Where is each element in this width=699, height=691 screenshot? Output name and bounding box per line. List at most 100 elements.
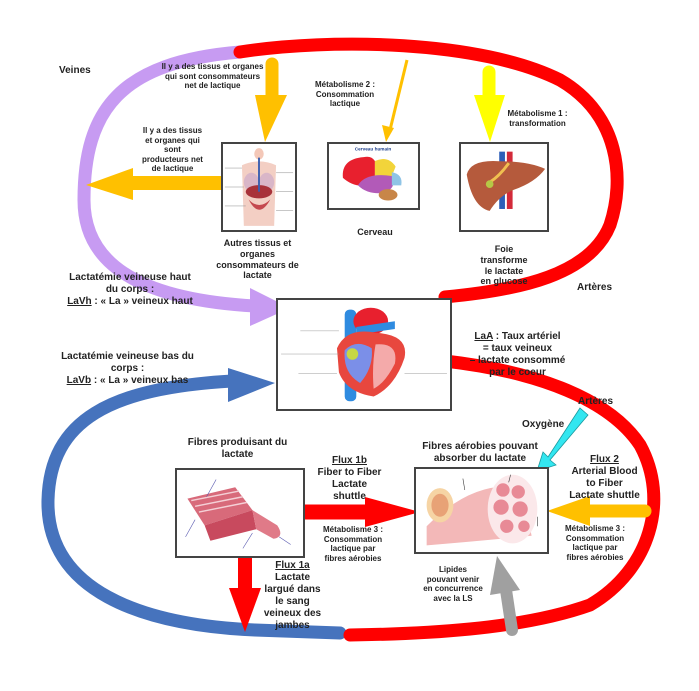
lipides-line: Lipides [438, 565, 467, 574]
liver-image [459, 142, 549, 232]
producers-label: Il y a des tissus et organes qui sont pr… [135, 126, 210, 174]
producers-line: de lactique [151, 164, 194, 174]
other-tissues-line: Autres tissus et [223, 238, 292, 248]
liver-caption-line: en glucose [480, 276, 528, 287]
other-tissues-line: lactate [243, 270, 272, 281]
laa-rest: : Taux artériel [492, 331, 561, 342]
producers-line: sont [164, 145, 181, 155]
lavh-abbr: LaVh [67, 296, 92, 307]
fibres-aerobic-label: Fibres aérobies pouvant absorber du lact… [405, 441, 555, 465]
metab3-right-label: Métabolisme 3 : Consommation lactique pa… [560, 524, 630, 562]
flux1a-line: jambes [275, 620, 310, 631]
producing-fibres-image [175, 468, 305, 558]
lipids-arrowhead [490, 556, 520, 595]
aerobic-fibres-image [414, 467, 549, 554]
producers-line: et organes qui [145, 135, 200, 145]
fibres-aero-line: absorber du lactate [433, 453, 527, 464]
flux2-line: Arterial Blood [571, 466, 638, 477]
other-tissues-caption: Autres tissus et organes consommateurs d… [205, 238, 310, 281]
consumers-top-line: qui sont consommateurs [164, 71, 261, 81]
top-artery-path [233, 37, 624, 304]
metab3-left-line: Consommation [323, 534, 383, 544]
other-tissues-line: consommateurs de [216, 259, 299, 270]
flux2-line: Lactate shuttle [569, 490, 640, 501]
brain-image-title: Cerveau humain [355, 147, 392, 152]
metab3-left-label: Métabolisme 3 : Consommation lactique pa… [318, 525, 388, 563]
metab3-right-line: lactique par [572, 543, 618, 553]
flux1b-arrowhead [365, 497, 420, 527]
laa-abbr: LaA [474, 331, 493, 342]
metab2-arrow-shaft [388, 59, 409, 131]
lavh-definition: LaVh : « La » veineux haut [60, 296, 200, 308]
metab3-right-line: fibres aérobies [566, 552, 624, 562]
metab3-left-line: fibres aérobies [324, 553, 382, 563]
lipids-arrow-shaft [500, 584, 518, 636]
lavh-label: Lactatémie veineuse haut du corps : LaVh… [60, 272, 200, 308]
metab2-arrowhead [382, 125, 394, 142]
flux2-label: Flux 2 Arterial Blood to Fiber Lactate s… [562, 454, 647, 502]
lipides-label: Lipides pouvant venir en concurrence ave… [418, 565, 488, 603]
liver-illustration [461, 144, 547, 230]
liver-caption: Foie transforme le lactate en glucose [459, 244, 549, 287]
heart-image [276, 298, 452, 411]
lipides-line: avec la LS [433, 593, 473, 603]
oxygene-label: Oxygène [522, 419, 565, 430]
flux2-line: to Fiber [586, 478, 623, 489]
body-organs-illustration [223, 144, 295, 230]
flux1a-title: Flux 1a [275, 560, 310, 571]
flux2-arrowhead [547, 496, 590, 526]
flux1a-line: veineux des [263, 608, 322, 619]
fibres-aero-line: Fibres aérobies pouvant [422, 441, 538, 452]
lipides-line: en concurrence [423, 584, 483, 594]
metab3-left-line: lactique par [330, 544, 376, 554]
other-tissues-line: organes [239, 248, 275, 259]
laa-label: LaA : Taux artériel = taux veineux – lac… [465, 331, 570, 379]
lavb-title-line: Lactatémie veineuse bas du [61, 351, 194, 362]
flux1a-arrowhead [229, 588, 261, 632]
lavb-definition: LaVb : « La » veineux bas [55, 375, 200, 387]
lower-vein-path [41, 374, 347, 640]
flux1a-line: Lactate [274, 572, 310, 583]
fibres-producing-label: Fibres produisant du lactate [175, 437, 300, 461]
veines-label: Veines [59, 65, 91, 76]
metab2-line: Métabolisme 2 : [314, 80, 375, 89]
muscle-fibre-illustration [177, 470, 303, 556]
consumers-arrowhead [255, 95, 287, 142]
arteres-top-label: Artères [577, 282, 613, 293]
arteres-bottom-label: Artères [578, 396, 614, 407]
lavh-title-line: du corps : [105, 284, 155, 295]
lavb-rest: : « La » veineux bas [91, 375, 189, 386]
laa-line: = taux veineux [482, 343, 553, 354]
brain-illustration: Cerveau humain [329, 144, 418, 208]
metab2-line: lactique [329, 99, 361, 109]
consumers-top-line: Il y a des tissus et organes [161, 62, 264, 71]
fibres-prod-line: lactate [221, 449, 254, 460]
flux1a-label: Flux 1a Lactate largué dans le sang vein… [260, 560, 325, 632]
metab2-line: Consommation [315, 89, 375, 99]
lavb-label: Lactatémie veineuse bas du corps : LaVb … [55, 351, 200, 387]
metab1-label: Métabolisme 1 : transformation [500, 109, 575, 128]
flux2-title: Flux 2 [590, 454, 619, 465]
flux1b-line: shuttle [333, 491, 366, 502]
upper-vein-arrowhead [250, 288, 290, 326]
upper-vein-path [77, 45, 262, 313]
producers-arrowhead [86, 168, 133, 200]
metab1-line: transformation [509, 118, 566, 128]
metab3-right-line: Consommation [565, 533, 625, 543]
producers-line: Il y a des tissus [142, 126, 203, 135]
liver-caption-line: Foie [494, 244, 514, 254]
flux1b-title: Flux 1b [331, 455, 367, 466]
laa-definition: LaA : Taux artériel [465, 331, 570, 343]
metab1-arrowhead [474, 95, 505, 142]
flux1a-line: le sang [275, 596, 310, 607]
flux1b-line: Fiber to Fiber [317, 467, 382, 478]
flux1b-line: Lactate [331, 479, 367, 490]
lower-artery-path [343, 354, 661, 642]
metab3-left-line: Métabolisme 3 : [322, 525, 383, 534]
metab1-line: Métabolisme 1 : [507, 109, 568, 118]
flux1b-label: Flux 1b Fiber to Fiber Lactate shuttle [312, 455, 387, 503]
lavb-title-line: corps : [110, 363, 145, 374]
metab3-right-line: Métabolisme 3 : [564, 524, 625, 533]
consumers-top-line: net de lactique [184, 81, 241, 91]
